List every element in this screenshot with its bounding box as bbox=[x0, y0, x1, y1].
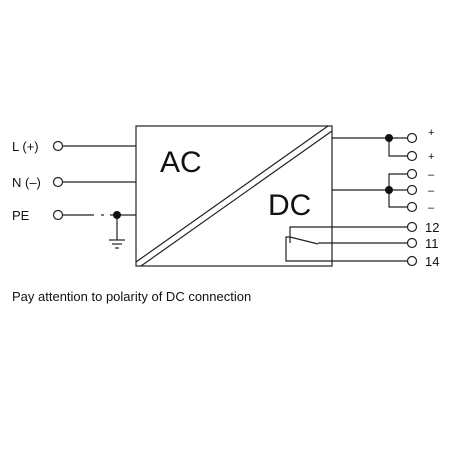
terminal-line bbox=[52, 140, 64, 152]
label-minus-3: – bbox=[428, 202, 435, 214]
minus-branch-bottom bbox=[388, 190, 408, 208]
junction-plus bbox=[385, 134, 393, 142]
terminal-relay-14 bbox=[406, 255, 418, 267]
terminal-minus-3 bbox=[406, 201, 418, 213]
terminal-neutral bbox=[52, 176, 64, 188]
terminal-plus-2 bbox=[406, 150, 418, 162]
dc-label: DC bbox=[268, 189, 311, 222]
ac-dc-divider-2 bbox=[140, 130, 333, 267]
label-minus-1: – bbox=[428, 169, 435, 181]
label-minus-2: – bbox=[428, 185, 435, 197]
ac-label: AC bbox=[160, 146, 202, 179]
label-relay-12: 12 bbox=[425, 220, 439, 235]
terminal-relay-12 bbox=[406, 221, 418, 233]
minus-branch-top bbox=[388, 173, 408, 190]
terminal-minus-1 bbox=[406, 168, 418, 180]
label-plus-1: + bbox=[428, 127, 434, 139]
terminal-plus-1 bbox=[406, 132, 418, 144]
label-relay-11: 11 bbox=[425, 236, 439, 251]
label-earth: PE bbox=[12, 208, 30, 223]
terminal-earth bbox=[52, 209, 64, 221]
label-relay-14: 14 bbox=[425, 254, 439, 269]
relay-wire-12 bbox=[289, 226, 408, 237]
terminal-minus-2 bbox=[406, 184, 418, 196]
ac-dc-divider bbox=[135, 125, 329, 263]
junction-earth bbox=[113, 211, 121, 219]
relay-contact bbox=[289, 236, 319, 245]
polarity-note: Pay attention to polarity of DC connecti… bbox=[12, 289, 252, 304]
junction-minus bbox=[385, 186, 393, 194]
label-line: L (+) bbox=[12, 139, 39, 154]
relay-wire-14 bbox=[285, 236, 408, 262]
label-neutral: N (–) bbox=[12, 175, 41, 190]
label-plus-2: + bbox=[428, 151, 434, 163]
terminal-relay-11 bbox=[406, 237, 418, 249]
plus-branch bbox=[388, 138, 408, 157]
converter-box bbox=[135, 125, 333, 267]
